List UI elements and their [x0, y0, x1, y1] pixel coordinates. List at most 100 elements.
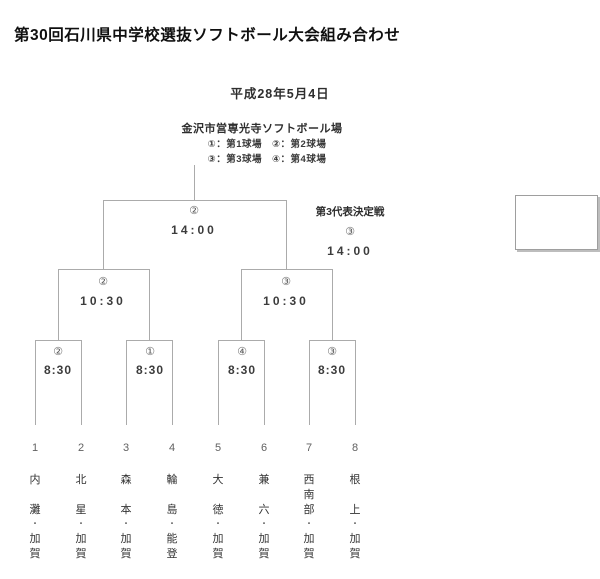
qf4-field-number: ③	[327, 346, 337, 358]
team-name-char: 六	[258, 504, 270, 516]
team-region-char: 賀	[212, 548, 224, 560]
semifinal-left-field-number: ②	[98, 276, 108, 288]
team-region-char: 加	[258, 533, 270, 545]
team-name-char: 大	[212, 474, 224, 486]
team-name-char: 根	[349, 474, 361, 486]
team-8: 8 根上・加賀	[341, 442, 369, 570]
team-separator-dot: ・	[122, 519, 130, 528]
final-horizontal-line	[103, 200, 287, 201]
team-2-line	[81, 340, 82, 425]
team-name-char: 北	[75, 474, 87, 486]
qf4-label: ③ 8:30	[302, 346, 362, 377]
team-number: 2	[77, 442, 85, 454]
qf4-horizontal-line	[309, 340, 356, 341]
team-separator-dot: ・	[351, 519, 359, 528]
team-name-char: 島	[166, 504, 178, 516]
final-time: 14:00	[171, 223, 217, 237]
team-region-char: 賀	[29, 548, 41, 560]
team-name-char: 西	[303, 474, 315, 486]
semifinal-right-line-b	[332, 269, 333, 341]
qf1-label: ② 8:30	[28, 346, 88, 377]
team-region-char: 加	[120, 533, 132, 545]
semifinal-left-line-a	[58, 269, 59, 341]
qf1-field-number: ②	[53, 346, 63, 358]
qf2-label: ① 8:30	[120, 346, 180, 377]
third-place-block: 第3代表決定戦 ③ 14:00	[308, 204, 392, 258]
semifinal-left-horizontal-line	[58, 269, 150, 270]
team-name-char: 輪	[166, 474, 178, 486]
qf3-horizontal-line	[218, 340, 265, 341]
team-name-char: 上	[349, 504, 361, 516]
qf2-field-number: ①	[145, 346, 155, 358]
team-name-char: 部	[303, 504, 315, 516]
team-8-line	[355, 340, 356, 425]
final-field-number: ②	[189, 205, 199, 217]
qf3-label: ④ 8:30	[212, 346, 272, 377]
third-place-field-number: ③	[345, 226, 355, 238]
team-region-char: 加	[29, 533, 41, 545]
team-5: 5 大徳・加賀	[204, 442, 232, 570]
field-legend-line1: ①：第1球場 ②：第2球場	[207, 139, 327, 150]
team-separator-dot: ・	[168, 519, 176, 528]
team-name-char: 星	[75, 504, 87, 516]
team-7: 7 西南部・加賀	[295, 442, 323, 570]
team-number: 1	[31, 442, 39, 454]
team-name-char: 南	[303, 489, 315, 501]
final-match-label: ② 14:00	[164, 205, 224, 237]
final-right-line	[286, 200, 287, 270]
semifinal-right-label: ③ 10:30	[256, 276, 316, 308]
field-legend-line2: ③：第3球場 ④：第4球場	[207, 154, 327, 165]
event-date: 平成28年5月4日	[230, 87, 330, 101]
team-name-char: 本	[120, 504, 132, 516]
team-number: 7	[305, 442, 313, 454]
team-number: 5	[214, 442, 222, 454]
team-name-char: 徳	[212, 504, 224, 516]
team-separator-dot: ・	[305, 519, 313, 528]
semifinal-right-time: 10:30	[263, 294, 309, 308]
semifinal-left-time: 10:30	[80, 294, 126, 308]
semifinal-right-horizontal-line	[241, 269, 333, 270]
venue-name: 金沢市営専光寺ソフトボール場	[181, 123, 343, 135]
team-region-char: 加	[212, 533, 224, 545]
semifinal-left-line-b	[149, 269, 150, 341]
team-6-line	[264, 340, 265, 425]
team-region-char: 賀	[258, 548, 270, 560]
team-3-line	[126, 340, 127, 425]
team-region-char: 賀	[120, 548, 132, 560]
qf2-horizontal-line	[126, 340, 173, 341]
qf4-time: 8:30	[317, 363, 347, 377]
third-place-title: 第3代表決定戦	[315, 206, 385, 218]
team-separator-dot: ・	[214, 519, 222, 528]
team-4: 4 輪島・能登	[158, 442, 186, 570]
team-7-line	[309, 340, 310, 425]
page-title: 第30回石川県中学校選抜ソフトボール大会組み合わせ	[14, 27, 401, 44]
qf3-time: 8:30	[227, 363, 257, 377]
team-region-char: 賀	[349, 548, 361, 560]
team-4-line	[172, 340, 173, 425]
semifinal-right-line-a	[241, 269, 242, 341]
final-left-line	[103, 200, 104, 270]
team-region-char: 登	[166, 548, 178, 560]
team-number: 4	[168, 442, 176, 454]
third-place-time: 14:00	[327, 244, 373, 258]
semifinal-right-field-number: ③	[281, 276, 291, 288]
team-number: 8	[351, 442, 359, 454]
team-region-char: 能	[166, 533, 178, 545]
semifinal-left-label: ② 10:30	[73, 276, 133, 308]
team-region-char: 賀	[75, 548, 87, 560]
team-separator-dot: ・	[77, 519, 85, 528]
qf3-field-number: ④	[237, 346, 247, 358]
team-number: 3	[122, 442, 130, 454]
team-region-char: 賀	[303, 548, 315, 560]
team-region-char: 加	[349, 533, 361, 545]
team-name-char: 内	[29, 474, 41, 486]
champion-line	[194, 165, 195, 201]
team-separator-dot: ・	[260, 519, 268, 528]
team-region-char: 加	[303, 533, 315, 545]
team-1-line	[35, 340, 36, 425]
